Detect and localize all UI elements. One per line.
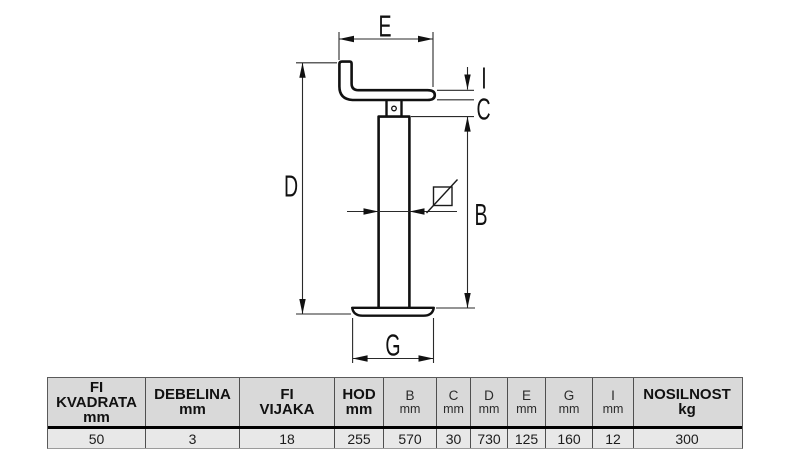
dim-label-G: G [385, 329, 400, 363]
value-d: 730 [471, 429, 508, 448]
header-line: mm [558, 401, 580, 416]
arrow-I-down [464, 74, 471, 90]
support-leg-diagram: E I C D B G [284, 10, 491, 363]
header-fi-kvadrata: FI KVADRATA mm [48, 378, 146, 426]
header-e: E mm [508, 378, 546, 426]
header-line: DEBELINA [154, 386, 231, 403]
header-line: mm [443, 401, 464, 416]
header-line: HOD [342, 386, 376, 403]
arrow-D-top [299, 62, 306, 78]
value-fi-vijaka: 18 [240, 429, 335, 448]
value-g: 160 [546, 429, 593, 448]
dim-label-D: D [284, 170, 298, 204]
header-d: D mm [471, 378, 508, 426]
arrow-E-right [418, 35, 433, 43]
dim-label-E: E [378, 10, 391, 44]
header-line: mm [602, 401, 624, 416]
square-section-symbol [425, 179, 459, 214]
support-leg-drawing: E I C D B G [284, 10, 491, 363]
value-hod: 255 [335, 429, 384, 448]
header-nosilnost: NOSILNOST kg [634, 378, 740, 426]
header-line: FI [280, 386, 294, 403]
dim-label-C: C [476, 93, 490, 127]
header-line: kg [678, 401, 696, 418]
header-line: FI [89, 378, 104, 396]
arrow-G-left [352, 355, 368, 362]
foot-plate [351, 306, 435, 317]
value-b: 570 [384, 429, 437, 448]
arrow-G-right [418, 355, 434, 362]
header-line: VIJAKA [259, 401, 315, 418]
header-debelina: DEBELINA mm [146, 378, 240, 426]
square-tube [377, 115, 411, 310]
spec-table-value-row: 50 3 18 255 570 30 730 125 160 12 300 [48, 429, 742, 448]
dim-label-B: B [474, 199, 487, 233]
spec-table: FI KVADRATA mm DEBELINA mm FI VIJAKA HOD… [47, 377, 743, 449]
header-line: mm [179, 401, 206, 418]
header-line: I [611, 387, 615, 403]
header-i: I mm [593, 378, 634, 426]
arrow-width-right [409, 208, 425, 215]
square-symbol-box [432, 186, 453, 207]
dim-label-I: I [481, 62, 486, 96]
arrow-E-left [339, 35, 354, 43]
arrow-B-top [464, 116, 471, 132]
value-e: 125 [508, 429, 546, 448]
top-mounting-bracket [338, 60, 437, 102]
header-fi-vijaka: FI VIJAKA [240, 378, 335, 426]
header-line: mm [516, 401, 537, 416]
header-line: mm [478, 401, 500, 416]
value-fi-kvadrata: 50 [48, 429, 146, 448]
value-nosilnost: 300 [675, 430, 699, 447]
header-line: B [405, 387, 415, 403]
pivot-hole [391, 105, 397, 112]
header-line: D [484, 387, 494, 403]
arrow-B-bottom [464, 293, 471, 308]
value-c: 30 [437, 429, 471, 448]
spec-table-header-row: FI KVADRATA mm DEBELINA mm FI VIJAKA HOD… [48, 378, 742, 429]
header-line: mm [345, 401, 373, 418]
value-debelina: 3 [146, 429, 240, 448]
header-line: NOSILNOST [643, 386, 731, 403]
header-g: G mm [546, 378, 593, 426]
arrow-D-bottom [299, 299, 306, 314]
header-b: B mm [384, 378, 437, 426]
header-c: C mm [437, 378, 471, 426]
value-i: 12 [593, 429, 634, 448]
square-symbol-slash [425, 179, 459, 214]
header-line: E [521, 387, 531, 403]
header-line: mm [83, 408, 110, 426]
header-line: mm [399, 401, 421, 416]
header-line: G [563, 387, 575, 403]
header-hod: HOD mm [335, 378, 384, 426]
header-line: KVADRATA [56, 393, 137, 411]
arrow-width-left [363, 208, 379, 215]
header-line: C [448, 387, 459, 403]
